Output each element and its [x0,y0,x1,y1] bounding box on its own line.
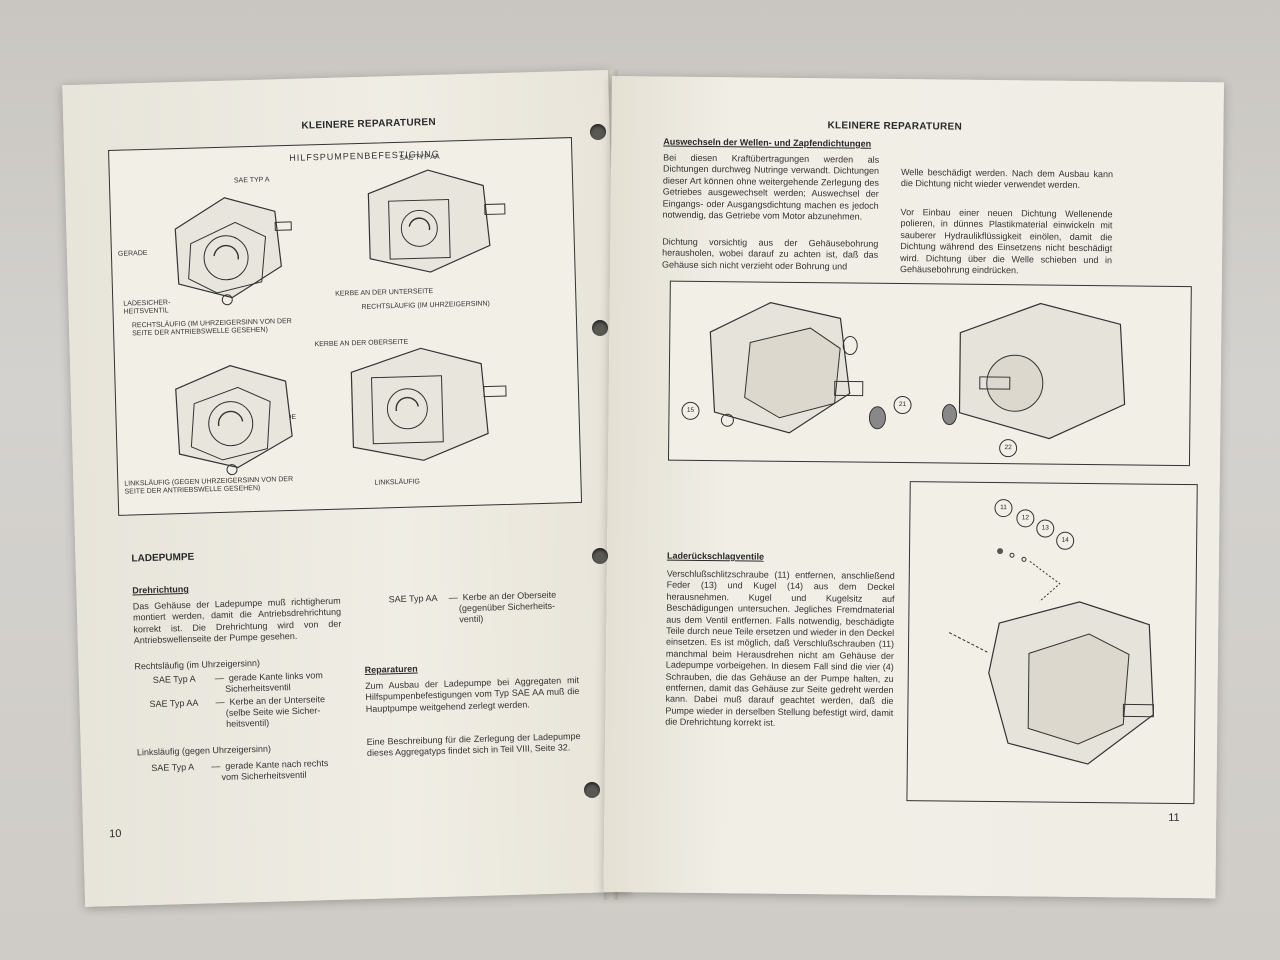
left-page-number: 10 [108,827,122,841]
valve-parts-drawing [997,548,1061,602]
label-gerade-top: GERADE [117,249,148,258]
links-a-key: SAE Typ A [151,761,195,774]
pump-drawing-seal-right [941,302,1126,440]
drehrichtung-text: Das Gehäuse der Ladepumpe muß richtigher… [132,595,342,646]
left-page: KLEINERE REPARATUREN HILFSPUMPENBEFESTIG… [62,70,631,907]
label-kerbe-unterseite: KERBE AN DER UNTERSEITE [335,287,434,298]
label-sae-typ-a: SAE TYP A [233,176,270,185]
links-a-value: — gerade Kante nach rechts vom Sicherhei… [211,758,329,783]
callout-12: 12 [1016,509,1035,528]
pump-mounting-figure: HILFSPUMPENBEFESTIGUNG SAE TYP A SAE TYP… [108,137,583,516]
label-rechtslaeufig-1: RECHTSLÄUFIG (IM UHRZEIGERSINN VON DER S… [131,317,292,338]
wellen-p1: Bei diesen Kraftübertragungen werden als… [662,152,880,222]
reparaturen-heading: Reparaturen [364,663,418,676]
wellen-p2: Dichtung vorsichtig aus der Gehäusebohru… [661,236,879,272]
pump-drawing-valve [948,601,1154,765]
callout-14: 14 [1056,531,1075,550]
rechts-aa-value: — Kerbe an der Unterseite (selbe Seite w… [215,694,326,730]
callout-22: 22 [999,439,1018,458]
lader-text: Verschlußschlitzschraube (11) entfernen,… [665,568,895,729]
wellen-heading: Auswechseln der Wellen- und Zapfendichtu… [663,136,872,149]
seal-figure: 15 21 22 [667,280,1192,467]
label-linkslaeufig-1: LINKSLÄUFIG (GEGEN UHRZEIGERSINN VON DER… [124,475,294,496]
label-ladesicherheitsventil: LADESICHER- HEITSVENTIL [123,299,171,316]
punch-hole-2 [592,320,608,336]
punch-hole-4 [584,782,600,798]
valve-figure: 11 12 13 14 [906,481,1198,805]
punch-hole-3 [592,548,608,564]
label-rechtslaeufig-2: RECHTSLÄUFIG (IM UHRZEIGERSINN) [361,300,490,311]
reparaturen-p1: Zum Ausbau der Ladepumpe bei Aggregaten … [364,675,580,714]
section-ladepumpe-title: LADEPUMPE [131,551,195,565]
pump-drawing-typ-aa-right [367,169,506,273]
lader-heading: Laderückschlagventile [666,550,765,562]
rechts-a-value: — gerade Kante links vom Sicherheitsvent… [214,670,323,695]
drehrichtung-heading: Drehrichtung [132,583,189,596]
callout-11: 11 [994,499,1013,518]
wellen-p4: Vor Einbau einer neuen Dichtung Wellenen… [899,207,1113,276]
punch-hole-1 [590,124,606,140]
callout-13: 13 [1036,519,1055,538]
links-aa-value: — Kerbe an der Oberseite (gegenüber Sich… [448,589,557,625]
pump-drawing-seal-left [709,302,886,434]
wellen-p3: Welle beschädigt werden. Nach dem Ausbau… [900,167,1114,191]
right-page: KLEINERE REPARATUREN Auswechseln der Wel… [603,76,1224,899]
pump-drawing-typ-aa-left [350,347,507,461]
left-page-header: KLEINERE REPARATUREN [301,116,437,132]
callout-15: 15 [681,401,700,420]
pump-drawing-typ-a-right [174,197,292,306]
pump-drawing-typ-a-left [175,365,293,476]
rechts-heading: Rechtsläufig (im Uhrzeigersinn) [134,657,261,672]
links-aa-key: SAE Typ AA [388,592,438,605]
links-heading: Linksläufig (gegen Uhrzeigersinn) [136,743,272,758]
reparaturen-p2: Eine Beschreibung für die Zerlegung der … [366,731,581,759]
right-page-number: 11 [1168,811,1180,824]
callout-21: 21 [893,395,912,415]
rechts-aa-key: SAE Typ AA [149,697,199,710]
label-linkslaeufig-2: LINKSLÄUFIG [374,478,421,487]
right-page-header: KLEINERE REPARATUREN [827,120,963,133]
rechts-a-key: SAE Typ A [152,673,196,685]
